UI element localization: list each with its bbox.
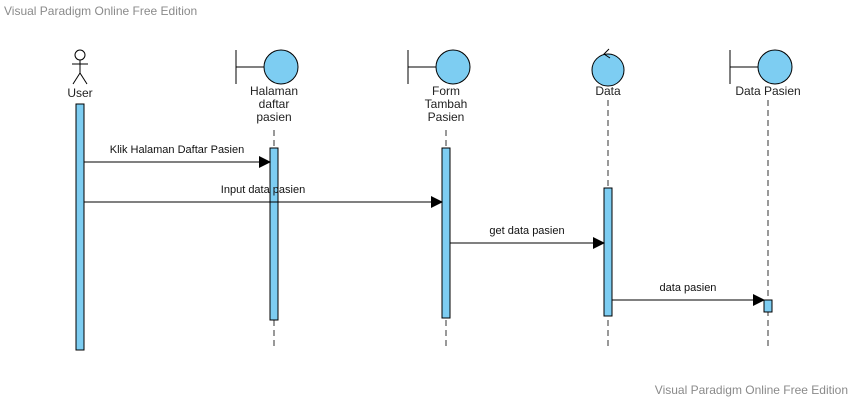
participant-label-form: Tambah — [425, 97, 468, 111]
watermark-top: Visual Paradigm Online Free Edition — [4, 4, 198, 18]
participant-label-form: Pasien — [428, 110, 465, 124]
activation-user[interactable] — [75, 103, 85, 351]
boundary-datapasien-icon[interactable] — [729, 49, 793, 85]
message-label-4: data pasien — [660, 282, 717, 294]
activation-data[interactable] — [603, 187, 613, 317]
message-label-1: Klik Halaman Daftar Pasien — [110, 144, 245, 156]
participant-label-halaman: pasien — [256, 110, 291, 124]
participant-label-halaman: daftar — [259, 97, 290, 111]
message-label-3: get data pasien — [489, 225, 564, 237]
watermark-bottom: Visual Paradigm Online Free Edition — [654, 383, 848, 397]
control-data-icon[interactable] — [591, 48, 625, 87]
participant-label-data: Data — [595, 84, 621, 98]
participant-label-datapasien: Data Pasien — [735, 84, 800, 98]
message-label-2: Input data pasien — [221, 184, 305, 196]
participant-label-user: User — [67, 86, 92, 100]
participant-label-form: Form — [432, 84, 460, 98]
activation-halaman[interactable] — [269, 147, 279, 321]
participant-label-halaman: Halaman — [250, 84, 298, 98]
activation-datapasien[interactable] — [763, 299, 773, 313]
boundary-halaman-icon[interactable] — [235, 49, 299, 85]
actor-user-icon[interactable] — [72, 49, 88, 85]
boundary-form-icon[interactable] — [407, 49, 471, 85]
activation-form[interactable] — [441, 147, 451, 319]
